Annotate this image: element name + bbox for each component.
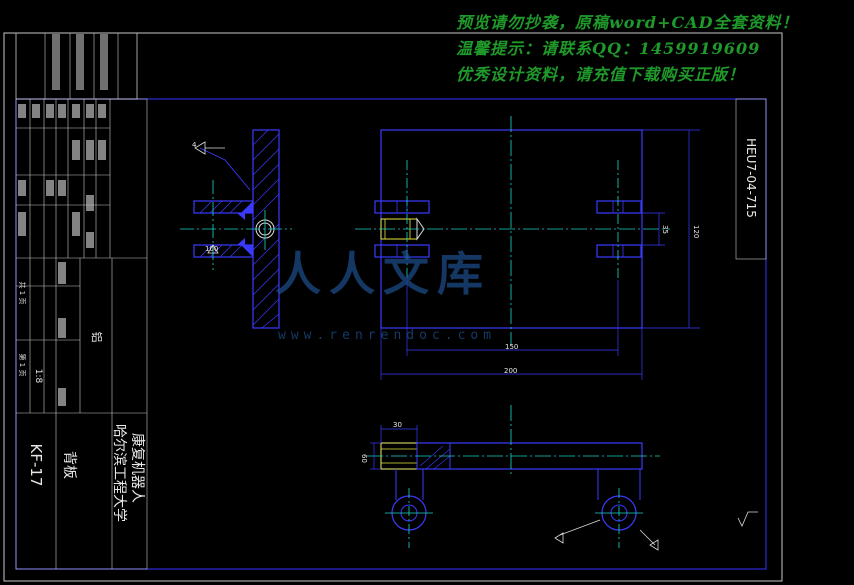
roughness-mark	[737, 511, 758, 527]
title-block-grid	[15, 98, 148, 570]
project-name: 康复机器人	[129, 433, 145, 503]
sheet-number: 第 1 页	[18, 353, 26, 377]
watermark-line-2: 温馨提示：请联系QQ：1459919609	[456, 39, 761, 58]
title-block-fine-text	[18, 34, 108, 406]
bottom-view	[367, 405, 660, 551]
dim-120: 120	[692, 225, 700, 238]
drawing-number: HEU7-04-715	[744, 138, 758, 218]
material: 铝	[90, 331, 103, 343]
sheet-total: 共 1 页	[18, 281, 26, 305]
outer-frame	[3, 32, 783, 582]
dim-150: 150	[505, 343, 518, 351]
watermark-line-3: 优秀设计资料，请充值下载购买正版！	[456, 65, 746, 84]
dim-30: 30	[393, 421, 402, 429]
side-view	[180, 129, 292, 329]
dim-100: 100	[205, 245, 218, 253]
part-name: 背板	[61, 451, 77, 479]
dim-200: 200	[504, 367, 517, 375]
dim-60: 60	[360, 454, 368, 463]
part-code: KF-17	[27, 443, 45, 487]
logo-watermark: 人人文库	[275, 247, 491, 301]
school-name: 哈尔滨工程大学	[111, 424, 127, 522]
scale: 1:8	[33, 368, 43, 384]
weld-note: 4	[192, 141, 197, 149]
front-view	[355, 116, 700, 380]
logo-url: www.renrendoc.com	[278, 328, 497, 343]
watermark-line-1: 预览请勿抄袭，原稿word+CAD全套资料！	[456, 13, 799, 32]
dim-35: 35	[661, 225, 669, 234]
